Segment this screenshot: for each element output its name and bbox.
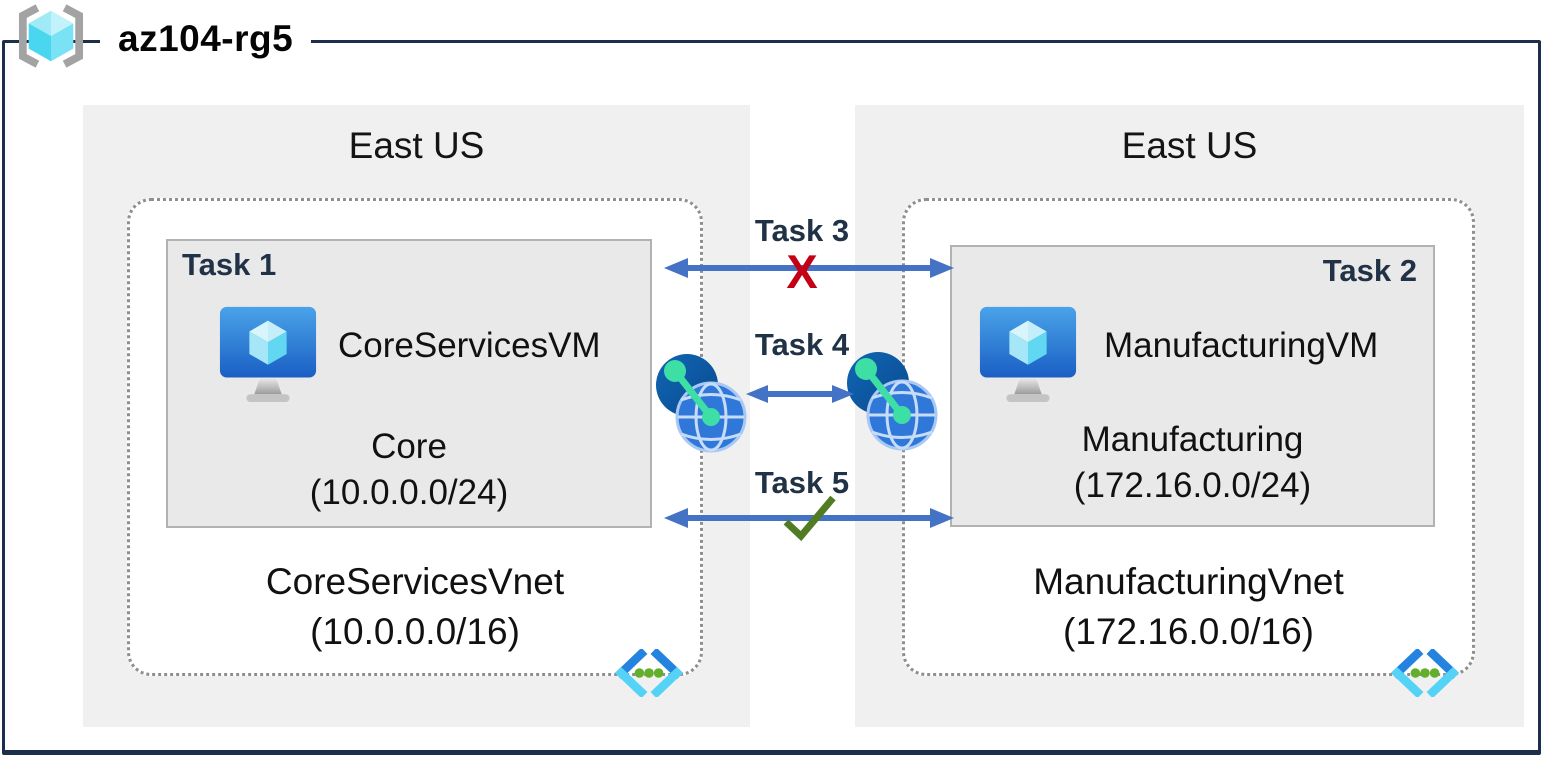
resource-group-boundary [2, 40, 1541, 755]
subnet-name-core: Core (10.0.0.0/24) [166, 424, 652, 516]
bidirectional-arrow-task5 [664, 508, 954, 528]
resource-group-header: az104-rg5 [8, 3, 312, 69]
vnet-cidr: (10.0.0.0/16) [310, 611, 520, 652]
subnet-cidr: (10.0.0.0/24) [309, 473, 509, 512]
region-title: East US [348, 125, 485, 166]
vnet-peering-icon-right [847, 352, 938, 451]
task-4-label: Task 4 [754, 327, 850, 362]
vm-icon-coreservices [219, 306, 317, 403]
vnet-peering-icon-left [656, 354, 747, 453]
vnet-name: ManufacturingVnet [1033, 561, 1344, 602]
task-5-label: Task 5 [754, 465, 850, 500]
resource-group-icon [18, 4, 84, 68]
virtual-network-icon-right [1391, 649, 1459, 697]
subnet-box-core: Task 1 [166, 239, 652, 528]
check-icon [783, 495, 836, 542]
bidirectional-arrow-task3 [664, 258, 954, 278]
blocked-x-mark: X [786, 245, 818, 298]
subnet-cidr: (172.16.0.0/24) [1073, 466, 1312, 505]
task-1-label: Task 1 [182, 247, 277, 282]
vnet-cidr: (172.16.0.0/16) [1063, 611, 1314, 652]
subnet-name: Core [371, 427, 447, 466]
vm-icon-manufacturing [979, 306, 1077, 403]
vnet-name-manufacturing: ManufacturingVnet (172.16.0.0/16) [902, 557, 1475, 657]
subnet-name-manufacturing: Manufacturing (172.16.0.0/24) [950, 417, 1435, 509]
vnet-name: CoreServicesVnet [265, 561, 565, 602]
bidirectional-arrow-task4 [746, 385, 854, 403]
virtual-network-icon-left [615, 649, 683, 697]
vnet-name-coreservices: CoreServicesVnet (10.0.0.0/16) [127, 557, 703, 657]
vm-name-label: CoreServicesVM [338, 326, 601, 365]
task-3-label: Task 3 [754, 213, 850, 248]
region-title: East US [1121, 125, 1258, 166]
resource-group-title: az104-rg5 [100, 15, 312, 63]
task-2-label: Task 2 [1322, 253, 1417, 288]
subnet-name: Manufacturing [1081, 420, 1304, 459]
vm-name-label: ManufacturingVM [1104, 326, 1379, 365]
